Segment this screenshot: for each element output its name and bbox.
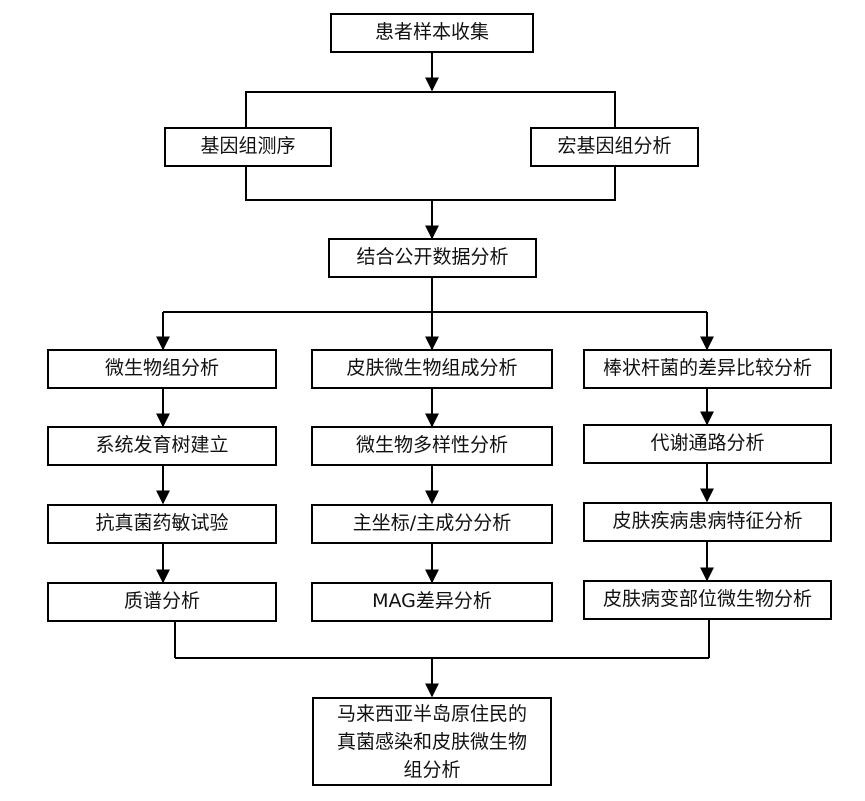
node-col3-4: 皮肤病变部位微生物分析: [583, 580, 832, 620]
node-label: 结合公开数据分析: [356, 246, 509, 269]
node-col2-3: 主坐标/主成分分析: [311, 504, 553, 544]
node-label: 宏基因组分析: [557, 135, 672, 158]
node-public-data: 结合公开数据分析: [328, 238, 537, 278]
node-collect: 患者样本收集: [330, 13, 534, 53]
node-col3-2: 代谢通路分析: [583, 424, 832, 464]
node-label: 主坐标/主成分分析: [352, 512, 512, 535]
final-line-1: 马来西亚半岛原住民的: [336, 702, 527, 725]
node-col1-4: 质谱分析: [47, 582, 277, 622]
node-label: MAG差异分析: [372, 590, 492, 613]
node-label: 皮肤微生物组成分析: [346, 357, 518, 380]
node-col2-2: 微生物多样性分析: [311, 426, 553, 466]
node-genome: 基因组测序: [164, 127, 332, 167]
node-col1-1: 微生物组分析: [47, 349, 277, 389]
branch-bracket-bottom: [245, 165, 616, 201]
node-label: 棒状杆菌的差异比较分析: [602, 357, 812, 380]
node-col3-3: 皮肤疾病患病特征分析: [583, 502, 832, 542]
node-label: 患者样本收集: [374, 21, 489, 44]
node-label: 微生物组分析: [104, 357, 219, 380]
node-label: 抗真菌药敏试验: [95, 512, 229, 535]
node-col1-3: 抗真菌药敏试验: [47, 504, 277, 544]
node-label: 代谢通路分析: [650, 432, 765, 455]
node-final: 马来西亚半岛原住民的 真菌感染和皮肤微生物 组分析: [312, 697, 552, 786]
node-col3-1: 棒状杆菌的差异比较分析: [583, 349, 832, 389]
node-label: 系统发育树建立: [95, 434, 229, 457]
node-label: 基因组测序: [200, 135, 296, 158]
node-label: 皮肤病变部位微生物分析: [602, 588, 812, 611]
node-label: 质谱分析: [123, 590, 200, 613]
node-col2-4: MAG差异分析: [311, 582, 553, 622]
node-label: 皮肤疾病患病特征分析: [612, 510, 803, 533]
node-col2-1: 皮肤微生物组成分析: [311, 349, 553, 389]
node-metagenome: 宏基因组分析: [530, 127, 699, 167]
node-col1-2: 系统发育树建立: [47, 426, 277, 466]
node-label: 微生物多样性分析: [355, 434, 508, 457]
final-line-2: 真菌感染和皮肤微生物: [336, 730, 527, 753]
final-line-3: 组分析: [403, 758, 461, 781]
